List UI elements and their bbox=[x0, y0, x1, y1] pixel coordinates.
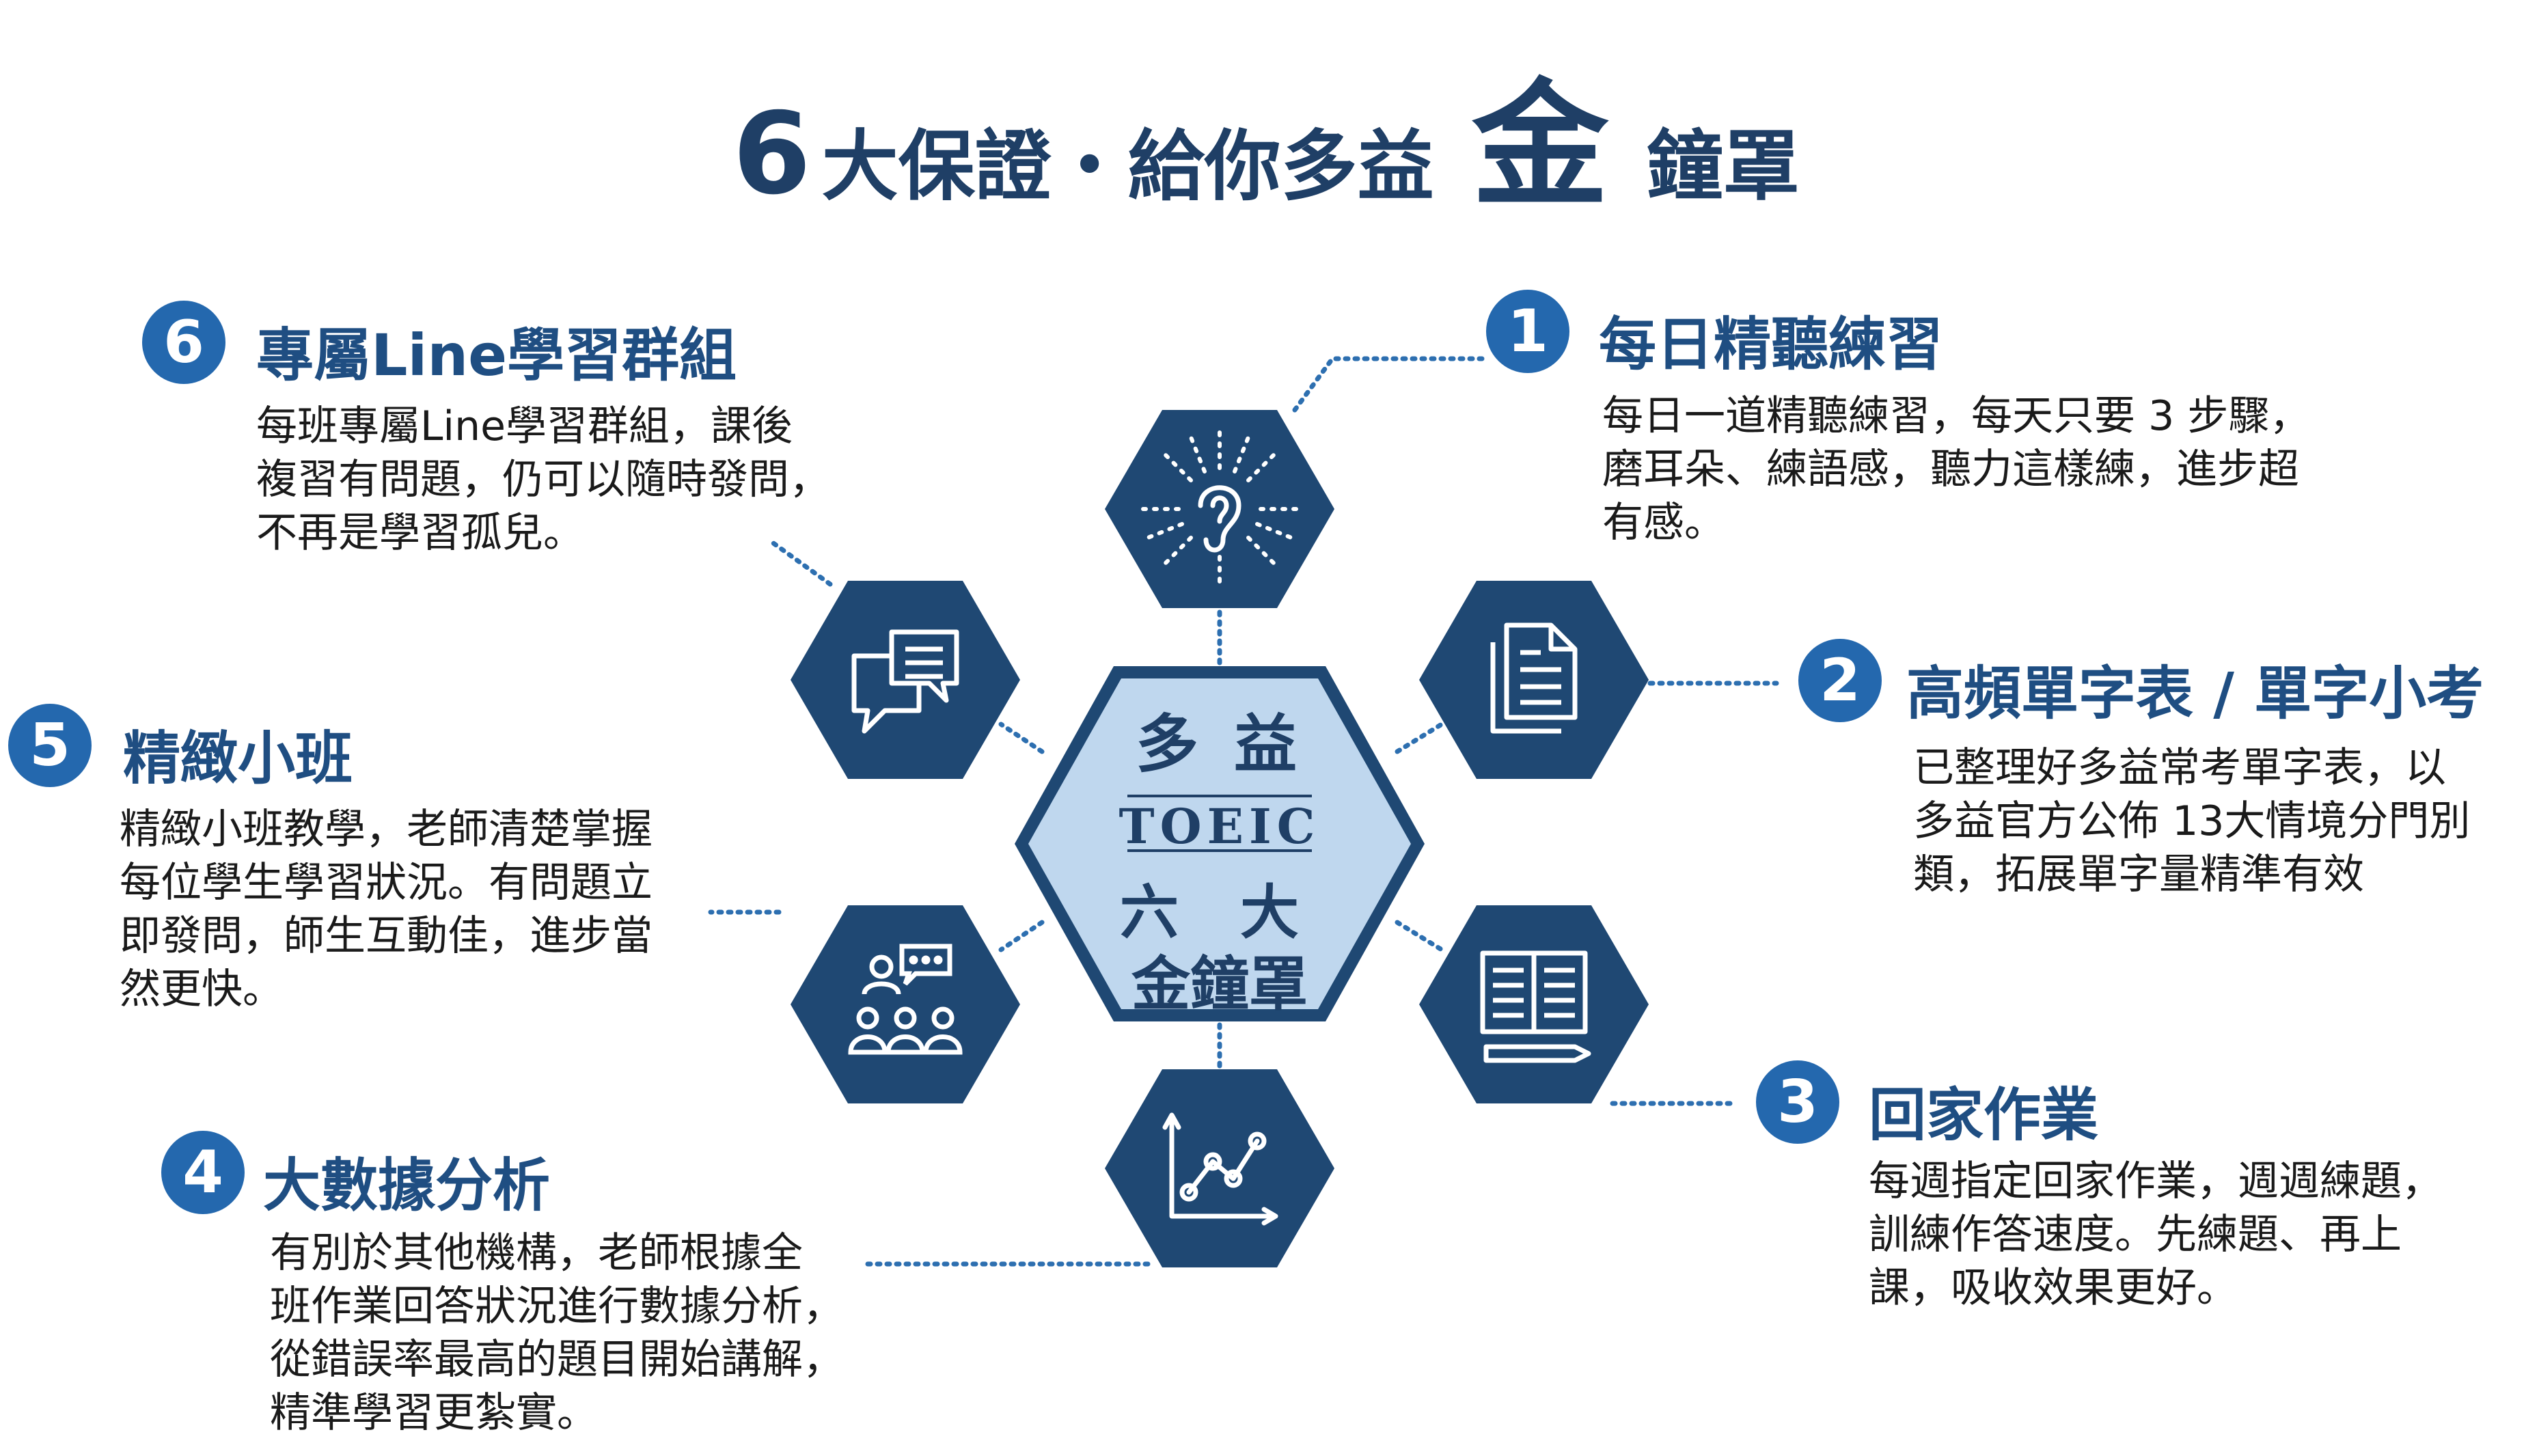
connector-center-2 bbox=[1395, 722, 1444, 754]
title-number: 6 bbox=[732, 88, 812, 219]
feature-5-body: 精緻小班教學，老師清楚掌握 每位學生學習狀況。有問題立 即發問，師生互動佳，進步… bbox=[120, 803, 653, 1016]
feature-6-heading: 專屬Line學習群組 bbox=[256, 322, 737, 389]
feature-5-line: 即發問，師生互動佳，進步當 bbox=[120, 912, 653, 960]
feature-3-line: 課，吸收效果更好。 bbox=[1869, 1264, 2238, 1312]
feature-5-badge: 5 bbox=[8, 704, 92, 787]
hexagon-1 bbox=[1105, 410, 1334, 608]
documents-icon bbox=[1490, 622, 1578, 734]
feature-5-line: 精緻小班教學，老師清楚掌握 bbox=[120, 806, 653, 853]
feature-2-badge: 2 bbox=[1798, 639, 1882, 722]
feature-6-body: 每班專屬Line學習群組，課後 複習有問題，仍可以隨時發問， 不再是學習孤兒。 bbox=[256, 400, 830, 560]
feature-1-body: 每日一道精聽練習，每天只要 3 步驟， 磨耳朵、練語感，聽力這樣練，進步超 有感… bbox=[1602, 389, 2310, 549]
feature-5-heading: 精緻小班 bbox=[123, 725, 353, 792]
feature-6-badge: 6 bbox=[142, 301, 225, 384]
feature-4-line: 有別於其他機構，老師根據全 bbox=[270, 1229, 803, 1277]
hexagon-2 bbox=[1419, 581, 1649, 779]
feature-1-line: 有感。 bbox=[1602, 499, 1725, 547]
feature-1-line: 每日一道精聽練習，每天只要 3 步驟， bbox=[1602, 392, 2311, 440]
chat-bubbles-icon bbox=[851, 629, 959, 734]
hexagon-4 bbox=[1105, 1069, 1334, 1267]
feature-2-line: 多益官方公佈 13大情境分門別 bbox=[1913, 797, 2471, 845]
hexagon-3 bbox=[1419, 905, 1649, 1103]
connector-text-6 bbox=[766, 537, 833, 587]
hexagon-6 bbox=[791, 581, 1020, 779]
line-chart-icon bbox=[1162, 1112, 1278, 1226]
feature-3-badge: 3 bbox=[1756, 1060, 1839, 1144]
feature-6-line: 複習有問題，仍可以隨時發問， bbox=[256, 456, 830, 504]
feature-1-line: 磨耳朵、練語感，聽力這樣練，進步超 bbox=[1602, 445, 2299, 493]
connector-text-1 bbox=[1292, 356, 1489, 413]
feature-4-body: 有別於其他機構，老師根據全 班作業回答狀況進行數據分析， 從錯誤率最高的題目開始… bbox=[270, 1226, 844, 1440]
connector-center-5 bbox=[998, 920, 1045, 952]
feature-4-line: 班作業回答狀況進行數據分析， bbox=[270, 1282, 844, 1330]
feature-1-heading: 每日精聽練習 bbox=[1599, 311, 1944, 378]
small-class-icon bbox=[848, 944, 963, 1055]
feature-5-line: 然更快。 bbox=[120, 965, 284, 1013]
page-title: 6 大保證・給你多益 金 鐘罩 bbox=[0, 34, 2539, 232]
feature-3-body: 每週指定回家作業，週週練題， 訓練作答速度。先練題、再上 課，吸收效果更好。 bbox=[1869, 1155, 2443, 1315]
feature-3-line: 訓練作答速度。先練題、再上 bbox=[1869, 1211, 2402, 1259]
hexagon-5 bbox=[791, 905, 1020, 1103]
title-part1: 大保證・給你多益 bbox=[821, 122, 1434, 211]
connector-center-3 bbox=[1395, 920, 1444, 952]
feature-2-heading: 高頻單字表 / 單字小考 bbox=[1906, 660, 2484, 727]
center-hexagon bbox=[1028, 678, 1411, 1009]
center-label-golden-bell: 金鐘罩 bbox=[1131, 950, 1308, 1019]
feature-4-heading: 大數據分析 bbox=[263, 1152, 551, 1219]
center-label-toeic-zh: 多 益 bbox=[1135, 708, 1304, 781]
connector-center-6 bbox=[998, 722, 1045, 754]
center-label-toeic: TOEIC bbox=[1118, 798, 1321, 855]
feature-1-badge: 1 bbox=[1486, 290, 1569, 373]
feature-6-line: 每班專屬Line學習群組，課後 bbox=[256, 402, 793, 450]
feature-4-line: 從錯誤率最高的題目開始講解， bbox=[270, 1336, 844, 1384]
feature-6-line: 不再是學習孤兒。 bbox=[256, 509, 584, 557]
center-label-six: 六 大 bbox=[1120, 879, 1319, 947]
feature-2-line: 已整理好多益常考單字表，以 bbox=[1913, 744, 2446, 792]
open-book-pen-icon bbox=[1480, 950, 1591, 1063]
title-highlight: 金 bbox=[1472, 66, 1609, 225]
title-part2: 鐘罩 bbox=[1646, 122, 1800, 211]
feature-5-line: 每位學生學習狀況。有問題立 bbox=[120, 859, 653, 907]
feature-3-heading: 回家作業 bbox=[1869, 1082, 2099, 1149]
feature-2-line: 類，拓展單字量精準有效 bbox=[1913, 851, 2364, 898]
feature-3-line: 每週指定回家作業，週週練題， bbox=[1869, 1157, 2443, 1205]
feature-4-badge: 4 bbox=[161, 1131, 245, 1214]
feature-2-body: 已整理好多益常考單字表，以 多益官方公佈 13大情境分門別 類，拓展單字量精準有… bbox=[1913, 741, 2470, 901]
feature-4-line: 精準學習更紮實。 bbox=[270, 1389, 598, 1437]
ear-listening-icon bbox=[1139, 428, 1300, 590]
